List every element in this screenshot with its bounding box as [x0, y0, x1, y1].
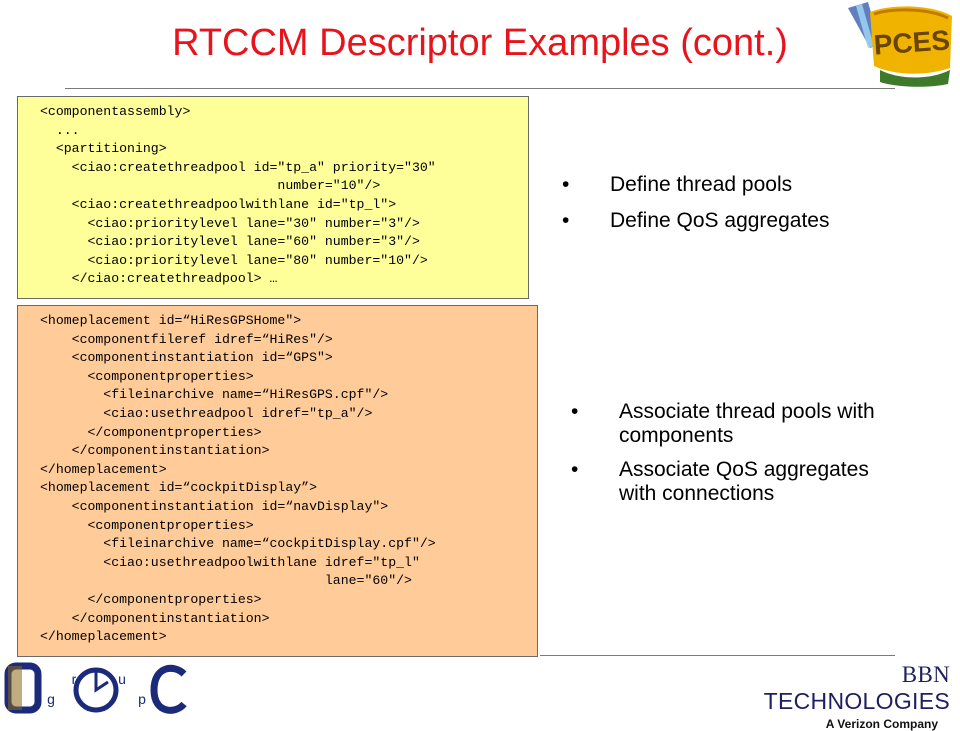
- title-divider: [65, 88, 895, 89]
- bbn-technologies-part: TECHNOLOGIES: [763, 688, 950, 714]
- bullet-item: Define thread pools: [562, 173, 922, 197]
- slide-title: RTCCM Descriptor Examples (cont.): [172, 22, 788, 64]
- bbn-wordmark: BBN TECHNOLOGIES: [720, 662, 950, 715]
- doc-group-logo: D g r u p C: [4, 662, 187, 714]
- bbn-serif-part: BBN: [901, 662, 950, 687]
- bullet-list-top: Define thread pools Define QoS aggregate…: [562, 173, 922, 245]
- bullet-item: Associate thread pools with components: [571, 400, 911, 448]
- footer-divider: [540, 655, 895, 656]
- doc-letter: p: [138, 691, 146, 707]
- bbn-technologies-logo: BBN TECHNOLOGIES A Verizon Company: [720, 662, 950, 731]
- bullet-item: Define QoS aggregates: [562, 209, 922, 233]
- bbn-tagline: A Verizon Company: [825, 717, 938, 731]
- bullet-list-bottom: Associate thread pools with components A…: [571, 400, 911, 516]
- pces-logo-text: PCES: [873, 24, 951, 60]
- bullet-item: Associate QoS aggregates with connection…: [571, 458, 911, 506]
- doc-letter: u: [118, 671, 126, 687]
- code-block-homeplacement: <homeplacement id=“HiResGPSHome"> <compo…: [17, 305, 538, 657]
- doc-letter: g: [47, 691, 55, 707]
- pces-logo: PCES: [848, 2, 952, 87]
- code-block-partitioning: <componentassembly> ... <partitioning> <…: [17, 96, 529, 299]
- doc-letter: r: [72, 671, 77, 687]
